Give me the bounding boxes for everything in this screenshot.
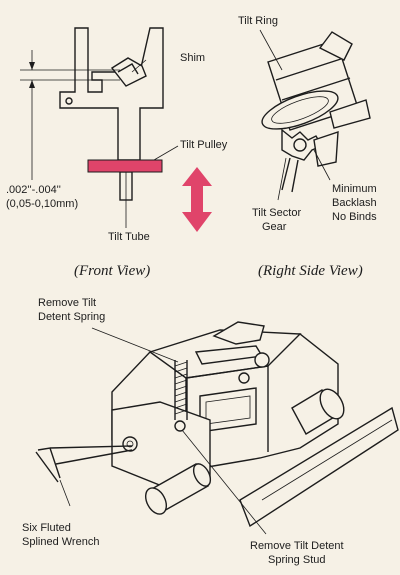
minimum-backlash-label-1: Minimum: [332, 183, 377, 195]
tolerance-inch-label: .002''-.004'': [6, 184, 61, 196]
shim-label: Shim: [180, 52, 205, 64]
tilt-pulley-shape: [87, 159, 163, 173]
top-knob: [318, 31, 353, 61]
tolerance-mm-label: (0,05-0,10mm): [6, 198, 78, 210]
guide-rail: [239, 406, 399, 528]
right-knob: [319, 388, 345, 420]
wrench-label-1: Six Fluted: [22, 522, 71, 534]
tilt-tube-label: Tilt Tube: [108, 231, 150, 243]
bracket-hole: [65, 97, 73, 105]
right-side-view-caption: (Right Side View): [258, 263, 363, 279]
shim-part: [110, 57, 147, 87]
minimum-backlash-label-2: Backlash: [332, 197, 377, 209]
assembly-view: Remove Tilt Detent Spring Six Fluted Spl…: [22, 297, 399, 566]
tilt-sector-gear-label-2: Gear: [262, 221, 287, 233]
front-view: Shim Tilt Pulley .002''-.004'' (0,05-0,1…: [6, 27, 228, 279]
tilt-bracket: [59, 27, 164, 161]
tilt-ring-shape: [261, 90, 339, 130]
movement-arrow-icon: [182, 167, 212, 232]
tilt-ring-label: Tilt Ring: [238, 15, 278, 27]
front-hole: [122, 436, 138, 452]
remove-spring-label-2: Detent Spring: [38, 311, 105, 323]
splined-wrench-shape: [37, 445, 133, 479]
minimum-backlash-label-3: No Binds: [332, 211, 377, 223]
tilt-sector-gear-label-1: Tilt Sector: [252, 207, 301, 219]
remove-spring-label-1: Remove Tilt: [38, 297, 96, 309]
front-view-caption: (Front View): [74, 263, 150, 279]
stud-label-2: Spring Stud: [268, 554, 325, 566]
spring-stud-shape: [174, 420, 186, 432]
detent-spring-shape: [174, 360, 188, 420]
right-side-view: Tilt Ring Tilt Sector Gear Minimum Backl…: [238, 15, 377, 279]
wrench-label-2: Splined Wrench: [22, 536, 99, 548]
tilt-pulley-label: Tilt Pulley: [180, 139, 228, 151]
stud-label-1: Remove Tilt Detent: [250, 540, 344, 552]
